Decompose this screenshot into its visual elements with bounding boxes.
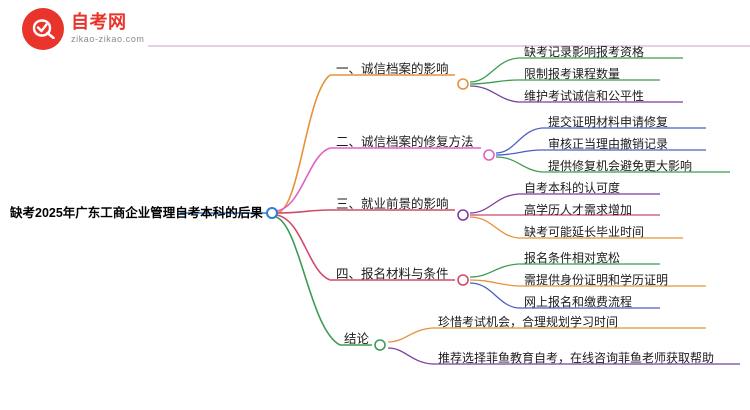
link-root-branch-5 (275, 216, 341, 346)
leaf-label-2-2[interactable]: 审核正当理由撤销记录 (548, 137, 669, 151)
link-root-branch-2 (275, 147, 331, 212)
leaf-label-1-1[interactable]: 缺考记录影响报考资格 (524, 45, 645, 59)
logo-subtitle: zikao-zikao.com (71, 34, 145, 45)
link-branch-2-leaf-3 (495, 156, 543, 173)
root-node-label[interactable]: 缺考2025年广东工商企业管理自考本科的后果 (10, 206, 263, 220)
link-branch-2-leaf-1 (495, 127, 543, 154)
logo-text-block: 自考网 zikao-zikao.com (71, 13, 145, 44)
node-root-dot[interactable] (266, 207, 278, 219)
leaf-label-1-3[interactable]: 维护考试诚信和公平性 (524, 89, 645, 103)
branch-label-2[interactable]: 二、诚信档案的修复方法 (336, 135, 474, 149)
leaf-label-3-2[interactable]: 高学历人才需求增加 (524, 203, 633, 217)
link-branch-2-leaf-2 (495, 149, 543, 156)
link-branch-1-leaf-1 (469, 57, 519, 83)
branch-label-5[interactable]: 结论 (344, 332, 370, 346)
leaf-label-2-1[interactable]: 提交证明材料申请修复 (548, 115, 669, 129)
link-root-branch-4 (275, 214, 331, 281)
link-root-branch-3 (275, 209, 331, 214)
site-logo[interactable]: 自考网 zikao-zikao.com (22, 8, 145, 50)
logo-title: 自考网 (71, 12, 127, 33)
node-branch-2-dot[interactable] (483, 149, 495, 161)
link-branch-5-leaf-2 (387, 347, 433, 365)
leaf-label-2-3[interactable]: 提供修复机会避免更大影响 (548, 159, 693, 173)
branch-label-1[interactable]: 一、诚信档案的影响 (336, 62, 449, 76)
link-branch-4-leaf-2 (469, 279, 519, 287)
branch-label-4[interactable]: 四、报名材料与条件 (336, 267, 449, 281)
node-branch-5-dot[interactable] (374, 339, 386, 351)
magnifier-check-glyph (32, 19, 55, 39)
link-branch-4-leaf-1 (469, 263, 519, 278)
link-branch-3-leaf-1 (469, 193, 519, 214)
leaf-label-3-3[interactable]: 缺考可能延长毕业时间 (524, 225, 645, 239)
link-branch-1-leaf-3 (469, 85, 519, 103)
node-branch-4-dot[interactable] (457, 274, 469, 286)
link-root-branch-1 (275, 74, 331, 214)
leaf-label-4-2[interactable]: 需提供身份证明和学历证明 (524, 273, 669, 287)
node-branch-3-dot[interactable] (457, 209, 469, 221)
leaf-label-4-1[interactable]: 报名条件相对宽松 (524, 251, 621, 265)
link-branch-1-leaf-2 (469, 79, 519, 85)
leaf-label-5-1[interactable]: 珍惜考试机会，合理规划学习时间 (438, 315, 619, 329)
link-branch-4-leaf-3 (469, 282, 519, 309)
leaf-label-4-3[interactable]: 网上报名和缴费流程 (524, 295, 633, 309)
node-branch-1-dot[interactable] (457, 78, 469, 90)
branch-label-3[interactable]: 三、就业前景的影响 (336, 197, 449, 211)
leaf-label-3-1[interactable]: 自考本科的认可度 (524, 181, 621, 195)
leaf-label-1-2[interactable]: 限制报考课程数量 (524, 67, 621, 81)
leaf-label-5-2[interactable]: 推荐选择菲鱼教育自考，在线咨询菲鱼老师获取帮助 (438, 351, 715, 365)
link-branch-3-leaf-3 (469, 216, 519, 239)
link-branch-5-leaf-1 (387, 327, 433, 343)
magnifier-check-icon (22, 8, 64, 50)
